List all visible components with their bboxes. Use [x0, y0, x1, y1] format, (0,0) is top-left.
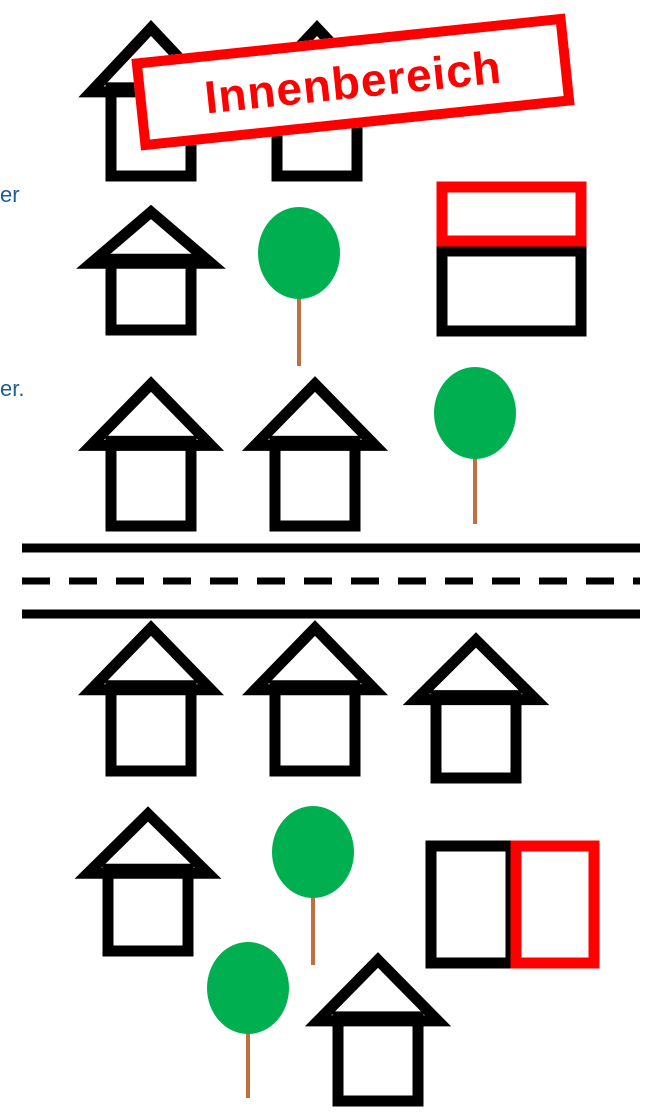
house-icon: [318, 960, 438, 1101]
building-plot-icon: [431, 846, 511, 963]
house-icon: [255, 384, 375, 526]
tree-icon: [258, 207, 340, 366]
house-icon: [88, 814, 208, 951]
building-plot-highlight: [516, 846, 594, 963]
house-icon: [91, 628, 211, 771]
road: [22, 548, 640, 614]
building-plot-icon: [442, 251, 581, 331]
tree-icon: [207, 942, 289, 1098]
building-plot-highlight: [442, 187, 581, 241]
house-icon: [91, 384, 211, 526]
stamp-label: Innenbereich: [202, 40, 504, 125]
tree-icon: [434, 367, 516, 524]
house-icon: [255, 628, 375, 771]
house-icon: [91, 212, 211, 330]
house-icon: [416, 640, 536, 778]
tree-icon: [272, 806, 354, 965]
